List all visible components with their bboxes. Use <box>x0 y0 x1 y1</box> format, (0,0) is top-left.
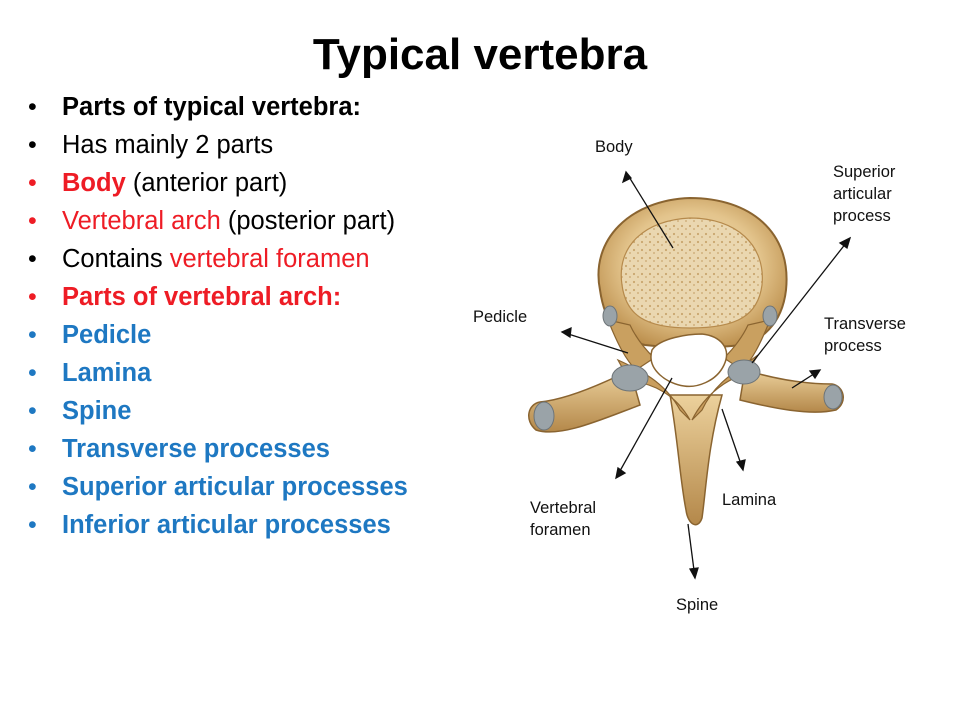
label-body: Body <box>595 138 633 156</box>
bullet-item: • Parts of vertebral arch: <box>24 284 444 310</box>
bullet-dot: • <box>28 283 37 311</box>
bullet-segment: (posterior part) <box>220 207 396 235</box>
bullet-item: • Parts of typical vertebra: <box>24 94 444 120</box>
label-pedicle: Pedicle <box>473 308 528 326</box>
bullet-item: • Has mainly 2 parts <box>24 132 444 158</box>
bullet-segment: Spine <box>62 397 132 425</box>
bullet-dot: • <box>28 473 37 501</box>
vertebra-illustration <box>528 170 852 580</box>
slide-title: Typical vertebra <box>312 30 648 79</box>
bullet-item: • Lamina <box>24 360 444 386</box>
bullet-segment: Body <box>62 169 126 197</box>
label-spine: Spine <box>676 596 719 614</box>
bullet-dot: • <box>28 131 37 159</box>
bullet-list: • Parts of typical vertebra: • Has mainly … <box>24 94 444 550</box>
bullet-segment: Has mainly 2 parts <box>62 131 274 159</box>
bullet-dot: • <box>28 397 37 425</box>
label-superior-articular-process: Superior articular process <box>833 163 896 225</box>
vertebra-figure: Body Superior articular process Pedicle … <box>440 120 960 640</box>
label-vertebral-foramen: Vertebral foramen <box>530 499 597 539</box>
bullet-dot: • <box>28 435 37 463</box>
bullet-item: • Transverse processes <box>24 436 444 462</box>
bullet-segment: Superior articular processes <box>62 473 408 501</box>
bullet-dot: • <box>28 207 37 235</box>
bullet-segment: Contains <box>62 245 170 273</box>
bullet-dot: • <box>28 321 37 349</box>
bullet-item: • Vertebral arch (posterior part) <box>24 208 444 234</box>
bullet-segment: vertebral foramen <box>169 245 370 273</box>
bullet-item: • Spine <box>24 398 444 424</box>
bullet-segment: Vertebral arch <box>62 207 221 235</box>
label-lamina: Lamina <box>722 491 777 509</box>
bullet-segment: Pedicle <box>62 321 152 349</box>
bullet-item: • Pedicle <box>24 322 444 348</box>
bullet-segment: Parts of vertebral arch: <box>62 283 342 311</box>
bullet-segment: Parts of typical vertebra: <box>62 93 362 121</box>
bullet-dot: • <box>28 359 37 387</box>
bullet-item: • Superior articular processes <box>24 474 444 500</box>
bullet-segment: Transverse processes <box>62 435 330 463</box>
bullet-dot: • <box>28 93 37 121</box>
label-transverse-process: Transverse process <box>824 315 906 355</box>
bullet-item: • Body (anterior part) <box>24 170 444 196</box>
bullet-segment: Inferior articular processes <box>62 511 391 539</box>
bullet-dot: • <box>28 169 37 197</box>
bullet-item: • Inferior articular processes <box>24 512 444 538</box>
bullet-dot: • <box>28 511 37 539</box>
bullet-dot: • <box>28 245 37 273</box>
bullet-segment: (anterior part) <box>125 169 288 197</box>
bullet-segment: Lamina <box>62 359 152 387</box>
bullet-item: • Contains vertebral foramen <box>24 246 444 272</box>
